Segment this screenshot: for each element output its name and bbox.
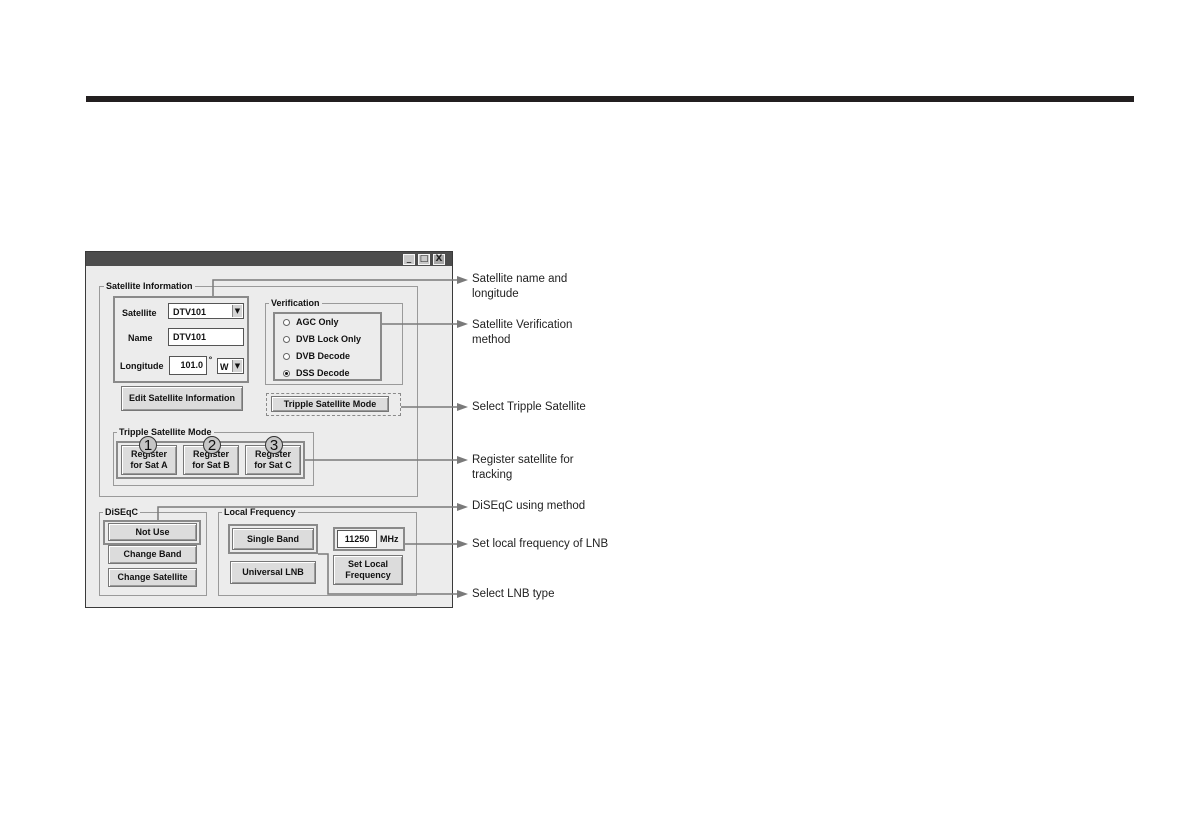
leader-lnb-type [318, 553, 458, 595]
callout-line: method [472, 334, 511, 346]
register-line2: for Sat A [130, 460, 168, 470]
diseqc-title: DiSEqC [103, 507, 141, 517]
longitude-field[interactable]: 101.0 [169, 356, 207, 375]
step-number-2: 2 [203, 436, 221, 454]
register-line2: for Sat C [254, 460, 292, 470]
radio-label: AGC Only [296, 317, 339, 327]
not-use-button[interactable]: Not Use [108, 523, 197, 541]
radio-dvb-decode[interactable]: DVB Decode [283, 351, 350, 361]
top-rule [86, 96, 1134, 102]
radio-dvb-lock-only[interactable]: DVB Lock Only [283, 334, 361, 344]
satellite-name-highlight [113, 296, 249, 383]
radio-selected-icon[interactable] [283, 369, 290, 377]
verification-highlight [273, 312, 382, 381]
arrow-icon [457, 503, 468, 511]
frequency-highlight [333, 527, 405, 551]
set-local-line1: Set Local [347, 559, 388, 569]
longitude-label: Longitude [120, 361, 164, 371]
radio-icon[interactable] [283, 318, 290, 326]
callout-triple: Select Tripple Satellite [472, 401, 586, 413]
direction-dropdown-value: W [220, 362, 229, 372]
window-titlebar [86, 252, 452, 266]
local-frequency-title: Local Frequency [222, 507, 298, 517]
triple-satellite-mode-button[interactable]: Tripple Satellite Mode [271, 396, 389, 412]
name-label: Name [128, 333, 153, 343]
radio-label: DSS Decode [296, 368, 350, 378]
satellite-dropdown[interactable]: DTV101 ▼ [168, 303, 244, 319]
register-sat-c-button[interactable]: Register for Sat C [245, 445, 301, 475]
radio-label: DVB Lock Only [296, 334, 362, 344]
verification-title: Verification [269, 298, 322, 308]
satellite-information-group [99, 286, 418, 497]
arrow-icon [457, 590, 468, 598]
radio-dss-decode[interactable]: DSS Decode [283, 368, 350, 378]
satellite-dropdown-value: DTV101 [173, 307, 207, 317]
radio-label: DVB Decode [296, 351, 351, 361]
register-line1: Register [130, 449, 167, 459]
register-line1: Register [192, 449, 229, 459]
triple-mode-title: Tripple Satellite Mode [117, 427, 214, 437]
radio-icon[interactable] [283, 335, 290, 343]
set-local-line2: Frequency [345, 570, 391, 580]
register-sat-a-button[interactable]: Register for Sat A [121, 445, 177, 475]
leader-satellite-name [212, 279, 458, 296]
maximize-button[interactable]: □ [418, 254, 430, 265]
register-line2: for Sat B [192, 460, 230, 470]
callout-line: Satellite name and [472, 273, 568, 285]
callout-lnb-type: Select LNB type [472, 588, 555, 600]
arrow-icon [457, 403, 468, 411]
callout-line: Satellite Verification [472, 319, 573, 331]
diseqc-highlight [103, 520, 201, 545]
callout-diseqc: DiSEqC using method [472, 500, 586, 512]
step-number-3: 3 [265, 436, 283, 454]
lnb-type-highlight [228, 524, 318, 554]
chevron-down-icon[interactable]: ▼ [232, 305, 242, 317]
callout-line: tracking [472, 469, 513, 481]
callout-line: longitude [472, 288, 519, 300]
arrow-icon [457, 540, 468, 548]
degree-symbol: º [209, 355, 212, 364]
frequency-field[interactable]: 11250 [337, 530, 377, 548]
callout-line: Register satellite for [472, 454, 574, 466]
set-local-frequency-button[interactable]: Set Local Frequency [333, 555, 403, 585]
direction-dropdown[interactable]: W ▼ [217, 358, 244, 374]
satellite-label: Satellite [122, 308, 157, 318]
single-band-button[interactable]: Single Band [232, 528, 314, 550]
leader-diseqc [157, 506, 458, 520]
callout-register: Register satellite for tracking [472, 453, 574, 483]
arrow-icon [457, 456, 468, 464]
universal-lnb-button[interactable]: Universal LNB [230, 561, 316, 584]
edit-satellite-info-button[interactable]: Edit Satellite Information [121, 386, 243, 411]
satellite-information-title: Satellite Information [104, 281, 195, 291]
change-satellite-button[interactable]: Change Satellite [108, 568, 197, 587]
register-line1: Register [254, 449, 291, 459]
callout-satellite-name: Satellite name and longitude [472, 272, 567, 302]
change-band-button[interactable]: Change Band [108, 545, 197, 564]
diseqc-group [99, 512, 207, 596]
radio-agc-only[interactable]: AGC Only [283, 317, 339, 327]
callout-verification: Satellite Verification method [472, 318, 572, 348]
name-field[interactable]: DTV101 [168, 328, 244, 346]
close-button[interactable]: X [433, 254, 445, 265]
chevron-down-icon[interactable]: ▼ [232, 360, 242, 372]
local-frequency-group [218, 512, 417, 596]
mhz-unit-label: MHz [380, 534, 399, 544]
arrow-icon [457, 320, 468, 328]
verification-group [265, 303, 403, 385]
minimize-button[interactable]: _ [403, 254, 415, 265]
step-number-1: 1 [139, 436, 157, 454]
callout-local-frequency: Set local frequency of LNB [472, 538, 609, 550]
arrow-icon [457, 276, 468, 284]
radio-icon[interactable] [283, 352, 290, 360]
triple-mode-highlight [266, 393, 401, 416]
